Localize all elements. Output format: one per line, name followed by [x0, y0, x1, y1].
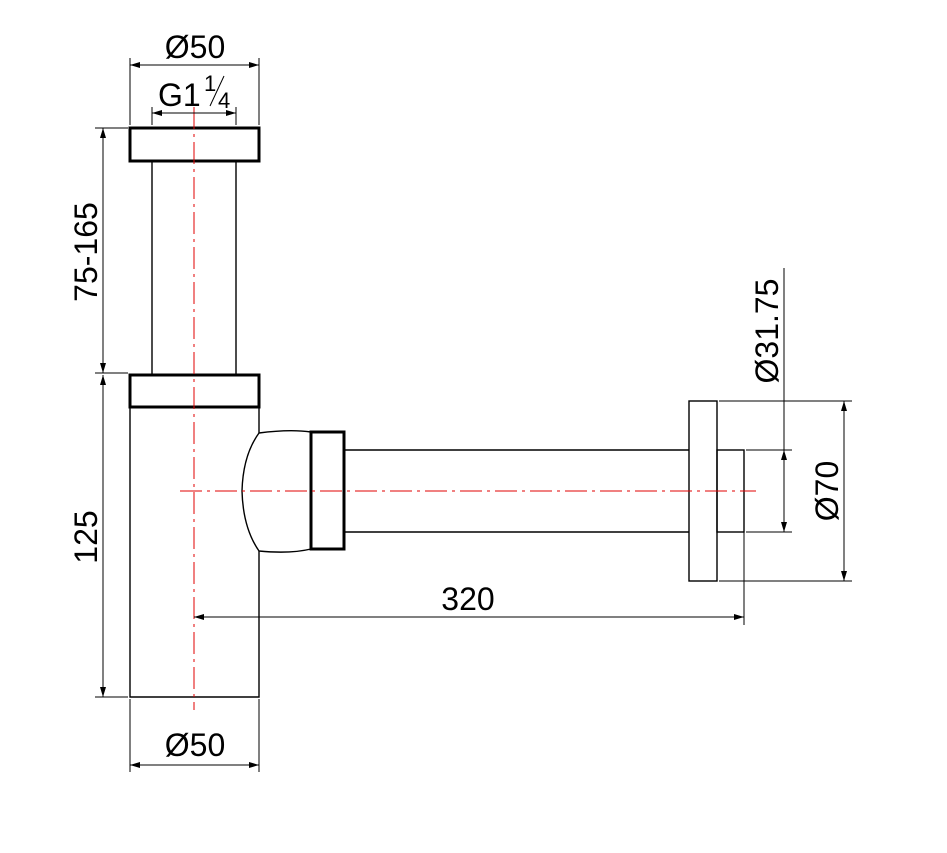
- thread-label: G1: [158, 77, 201, 113]
- trap-assembly: [128, 126, 745, 698]
- dimension-lines: [95, 58, 852, 772]
- tube-length-label: 75-165: [68, 202, 104, 302]
- top-diameter-label: Ø50: [165, 29, 225, 65]
- flange-diameter-label: Ø70: [809, 461, 845, 521]
- center-lines: [180, 107, 756, 710]
- outlet-length-label: 320: [441, 581, 494, 617]
- pipe-diameter-label: Ø31.75: [749, 279, 785, 384]
- thread-fraction-bar: [209, 75, 225, 107]
- outlet-nut: [309, 430, 346, 551]
- bottom-diameter-label: Ø50: [165, 727, 225, 763]
- thread-fraction-denominator: 4: [218, 88, 230, 113]
- thread-fraction-numerator: 1: [204, 71, 216, 96]
- thread-prefix: G1: [158, 77, 201, 113]
- body-height-label: 125: [68, 510, 104, 563]
- dimension-labels: Ø50 G1 1 4 75-165 125 Ø50 320 Ø31.75 Ø70: [68, 29, 845, 763]
